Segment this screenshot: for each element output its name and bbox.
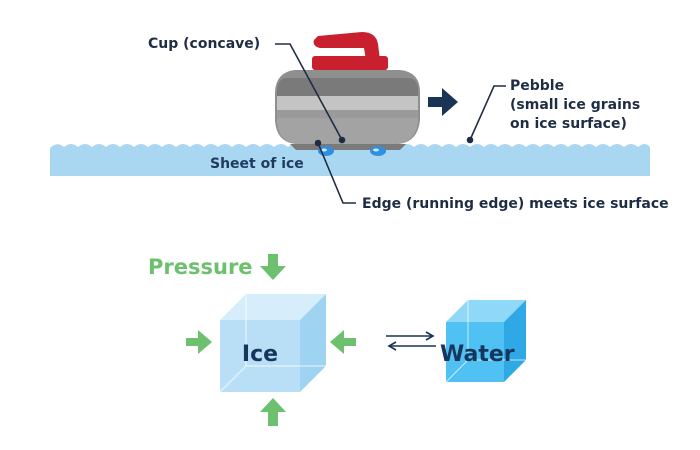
sheet-label: Sheet of ice bbox=[210, 156, 304, 172]
pressure-label: Pressure bbox=[148, 255, 253, 279]
pebble-label-line3: on ice surface) bbox=[510, 116, 627, 132]
edge-label: Edge (running edge) meets ice surface bbox=[362, 196, 669, 212]
curling-stone-icon bbox=[275, 32, 420, 150]
leader-lines bbox=[275, 43, 506, 204]
ice-label: Ice bbox=[241, 342, 279, 367]
cup-label: Cup (concave) bbox=[148, 36, 261, 52]
movement-arrow-icon bbox=[428, 88, 458, 116]
water-cube-icon bbox=[445, 300, 526, 383]
water-label: Water bbox=[440, 342, 515, 367]
pressure-arrow-icon bbox=[186, 254, 356, 426]
ice-sheet bbox=[50, 144, 650, 176]
pebble-label-line2: (small ice grains bbox=[510, 97, 641, 113]
pebble-label-line1: Pebble bbox=[510, 78, 565, 94]
equilibrium-arrows-icon bbox=[386, 331, 436, 351]
ice-cube-icon bbox=[219, 294, 326, 393]
